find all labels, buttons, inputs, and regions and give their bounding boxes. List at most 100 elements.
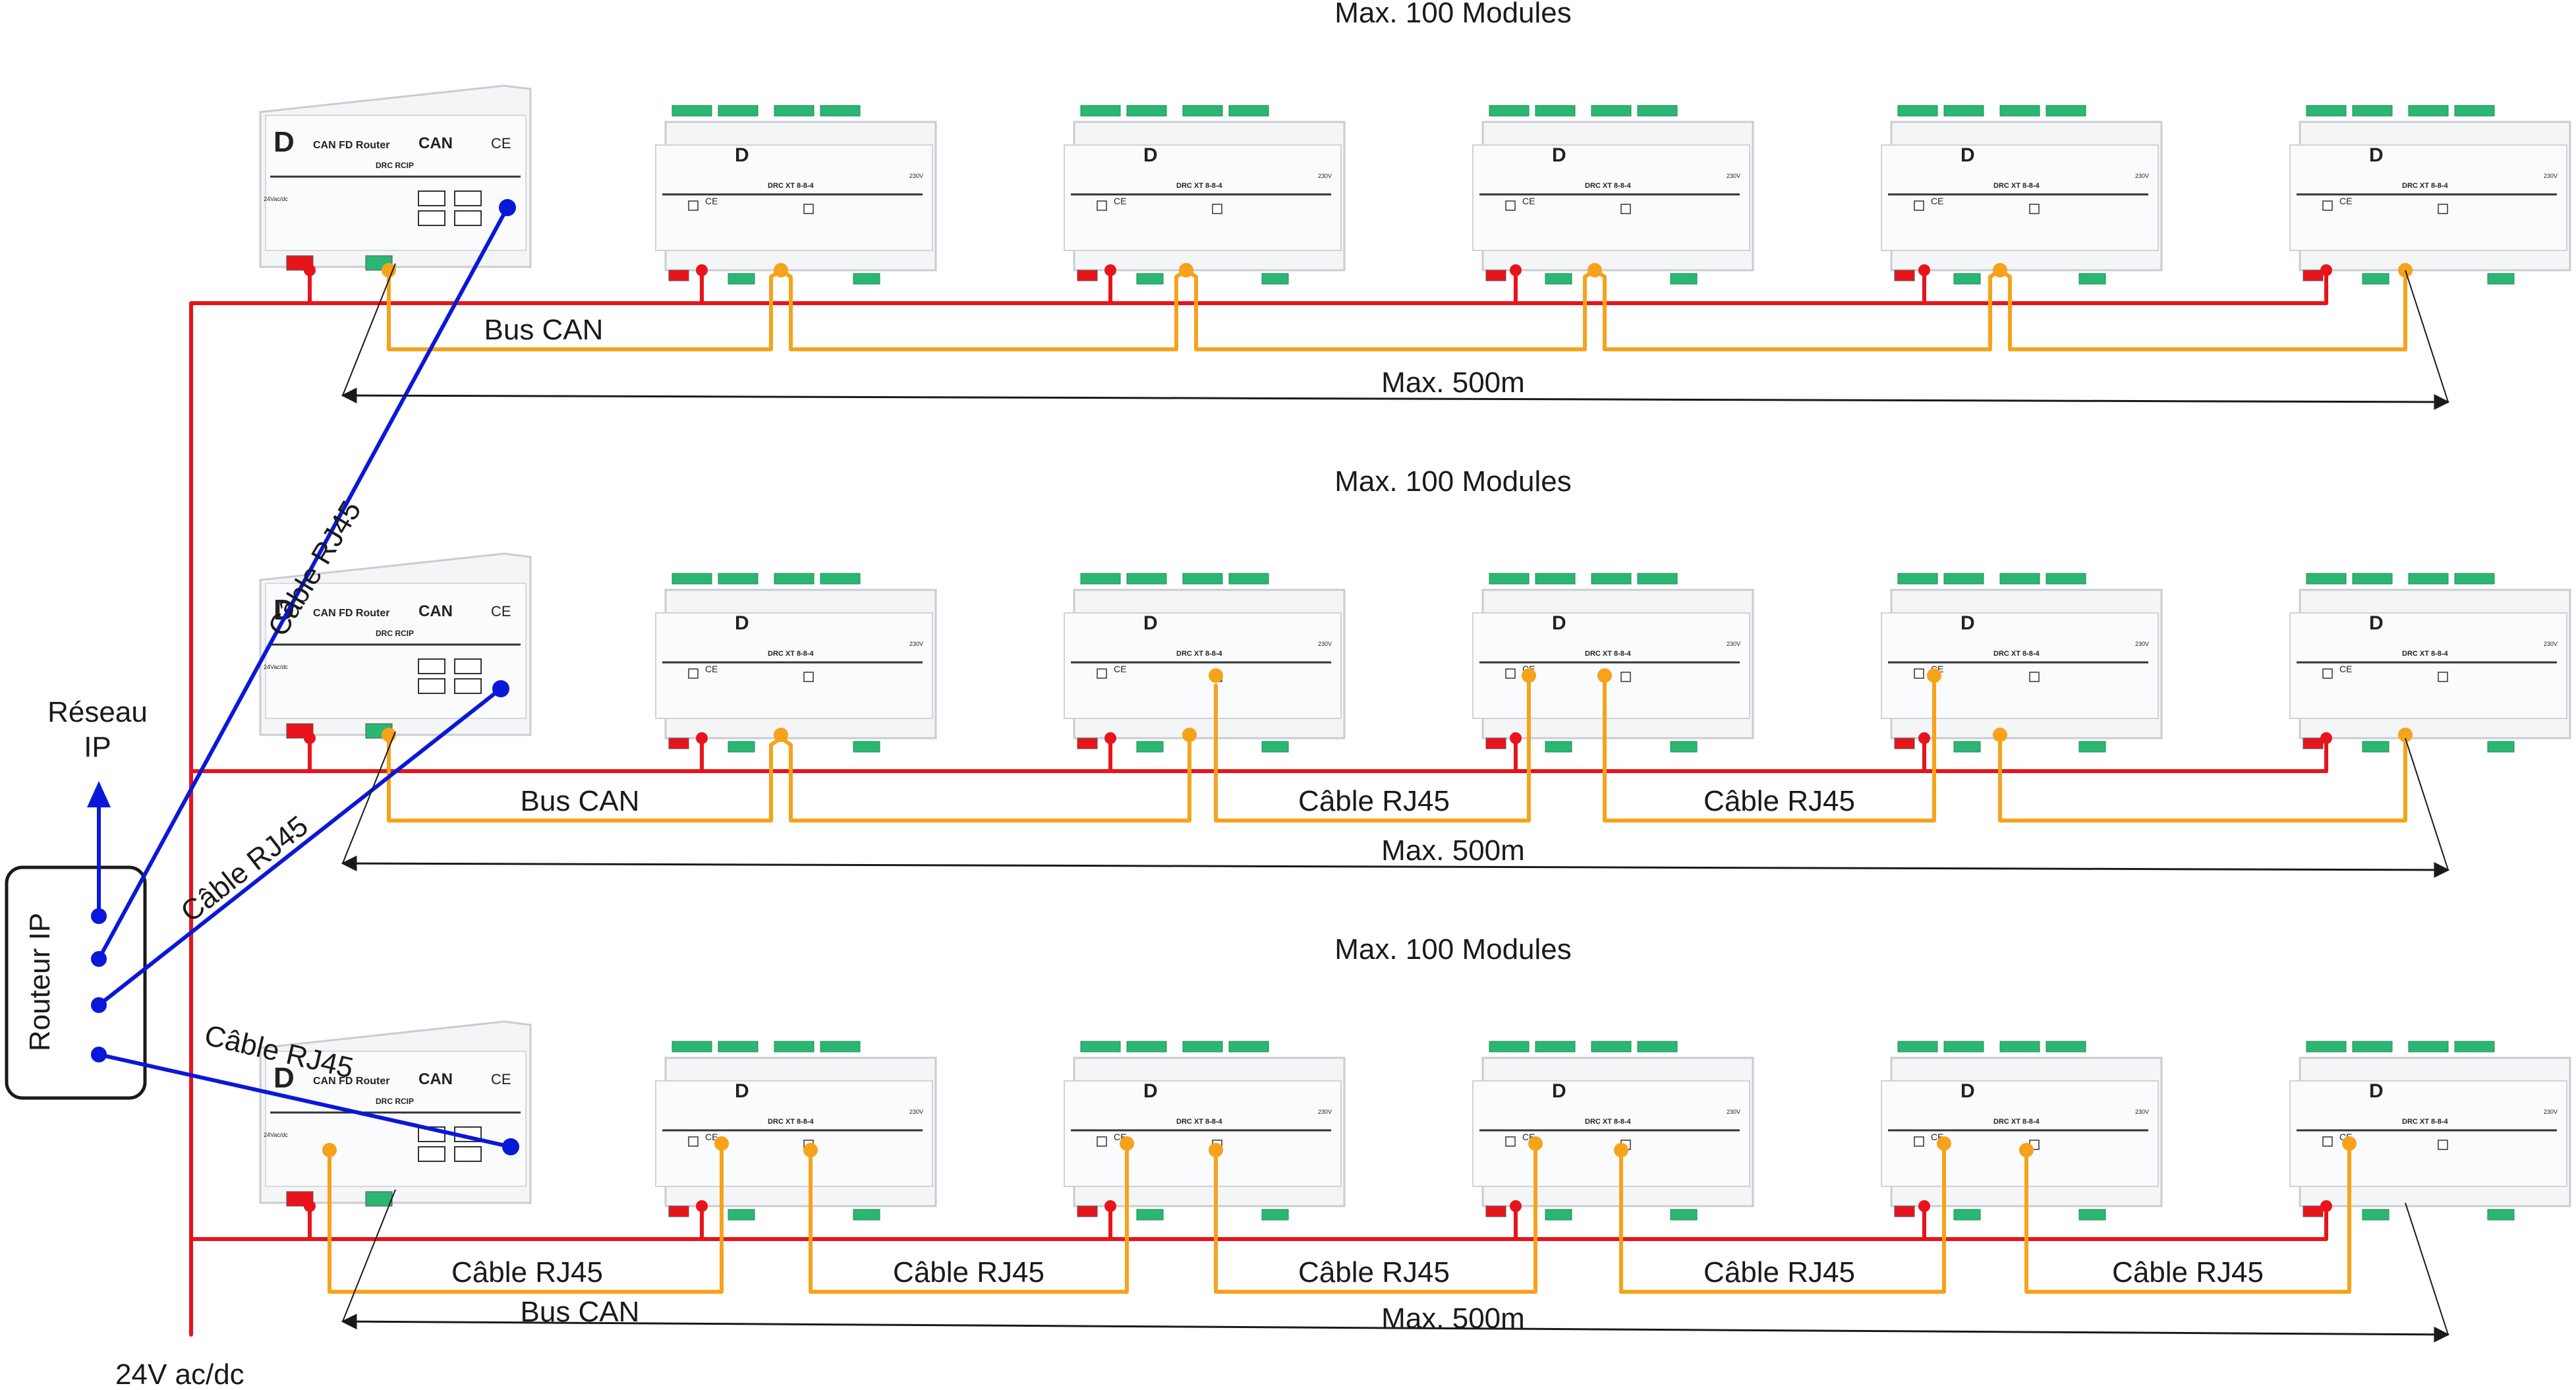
rj45-row3-4	[1619, 1142, 1946, 1294]
router-model: DRC RCIP	[376, 161, 414, 170]
can-bus-row2-a	[387, 733, 1191, 823]
distance-dimension-row2	[341, 855, 2450, 878]
router-rj45-port	[454, 1146, 482, 1162]
module-power-terminal	[668, 270, 689, 281]
module-bottom-terminal	[1953, 741, 1981, 753]
router-rj45-port	[418, 210, 445, 226]
module-power-terminal	[1894, 270, 1915, 281]
router-can-logo: CAN	[418, 1070, 453, 1088]
module-logo: D	[1552, 1080, 1566, 1102]
module-port	[803, 204, 814, 214]
rj45-port-dot	[1522, 668, 1536, 683]
module-bottom-terminal	[853, 1209, 880, 1221]
cable-rj45-label-row2-b: Câble RJ45	[1703, 785, 1855, 817]
module-top-terminal	[774, 1041, 815, 1053]
module-logo: D	[2369, 144, 2384, 166]
module-top-terminal	[1080, 573, 1121, 585]
module-top-terminal	[2454, 573, 2495, 585]
rj45-port-dot	[322, 1143, 337, 1157]
module-model: DRC XT 8-8-4	[768, 1118, 815, 1126]
module-top-terminal	[1999, 573, 2040, 585]
module-top-terminal	[1637, 105, 1678, 117]
dimension-leader	[342, 1189, 396, 1322]
module-power-label: 230V	[909, 641, 923, 647]
router-ethernet-dot	[492, 680, 509, 697]
module-top-terminal	[2352, 1041, 2393, 1053]
module-bottom-terminal	[1670, 273, 1698, 285]
max-modules-label-row1: Max. 100 Modules	[1334, 0, 1572, 29]
dimension-leader	[2405, 270, 2449, 403]
module-power-label: 230V	[1318, 173, 1332, 179]
module-top-terminal	[1897, 105, 1938, 117]
module-power-label: 230V	[1727, 173, 1740, 179]
module-top-terminal	[718, 573, 758, 585]
power-terminal-dot	[1918, 1200, 1930, 1212]
rj45-port-dot	[1927, 668, 1941, 683]
power-terminal-dot	[1918, 264, 1930, 276]
can-terminal-dot	[382, 263, 396, 277]
router-face	[265, 115, 527, 251]
module-power-terminal	[668, 1205, 689, 1217]
module-top-terminal	[1126, 573, 1167, 585]
router-rj45-port	[454, 190, 482, 206]
module-port	[1914, 1136, 1924, 1147]
router-face	[265, 1051, 527, 1187]
rj45-port-dot	[714, 1136, 729, 1151]
power-terminal-dot	[1510, 264, 1522, 276]
power-terminal-dot	[696, 264, 708, 276]
module-ce-mark: CE	[1114, 664, 1126, 674]
module-port	[2322, 1136, 2333, 1147]
module-top-terminal	[1126, 1041, 1167, 1053]
module-top-terminal	[2408, 573, 2449, 585]
router-ip-port-dot	[91, 1047, 107, 1062]
max-distance-label-row2: Max. 500m	[1381, 834, 1525, 867]
module-bottom-terminal	[2362, 1209, 2390, 1221]
module-face	[655, 612, 933, 719]
module-logo: D	[1961, 144, 1975, 166]
module-face	[1064, 1080, 1342, 1187]
module-logo: D	[735, 1080, 749, 1102]
power-terminal-dot	[1104, 1200, 1116, 1212]
module-port	[688, 1136, 699, 1147]
module-top-terminal	[1591, 573, 1632, 585]
module-top-terminal	[672, 1041, 712, 1053]
can-terminal-dot	[1993, 263, 2007, 277]
module-logo: D	[1143, 612, 1158, 634]
module-top-terminal	[1637, 573, 1678, 585]
module-top-terminal	[1897, 573, 1938, 585]
ethernet-uplink-arrowhead	[87, 781, 111, 807]
module-port	[2322, 200, 2333, 211]
module-power-terminal	[1077, 270, 1098, 281]
module-bottom-terminal	[2078, 1209, 2106, 1221]
router-logo: D	[273, 126, 295, 158]
router-power-label: 24Vac/dc	[264, 196, 288, 202]
module-top-terminal	[774, 105, 815, 117]
router-rj45-port	[418, 190, 445, 206]
router-ce-mark: CE	[491, 135, 511, 152]
module-port	[1505, 1136, 1516, 1147]
rj45-port-dot	[1937, 1136, 1951, 1151]
module-top-terminal	[1943, 1041, 1984, 1053]
module-logo: D	[1143, 144, 1158, 166]
module-top-terminal	[2046, 1041, 2086, 1053]
dimension-leader	[342, 731, 396, 864]
module-bottom-terminal	[1261, 741, 1289, 753]
module-port	[2029, 204, 2040, 214]
module-power-terminal	[1894, 1205, 1915, 1217]
module-model: DRC XT 8-8-4	[1176, 1118, 1223, 1126]
module-model: DRC XT 8-8-4	[1176, 650, 1223, 658]
module-top-terminal	[2046, 573, 2086, 585]
module-power-label: 230V	[2544, 173, 2558, 179]
can-terminal-dot	[774, 263, 788, 277]
rj45-row3-3	[1214, 1142, 1537, 1294]
module-top-terminal	[774, 573, 815, 585]
module-model: DRC XT 8-8-4	[1585, 650, 1632, 658]
module-face	[1472, 144, 1750, 251]
